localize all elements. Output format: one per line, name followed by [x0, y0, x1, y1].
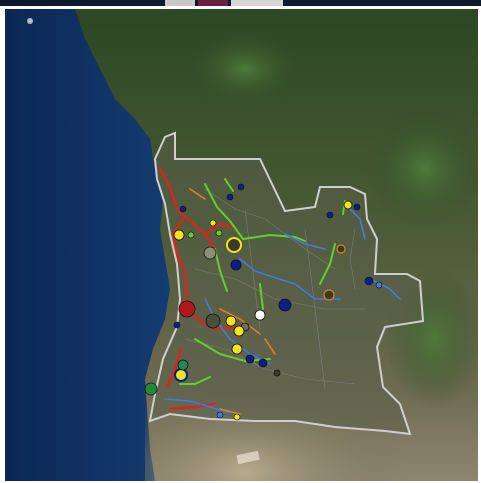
site-marker[interactable] [178, 300, 196, 318]
site-marker[interactable] [174, 368, 188, 382]
site-marker[interactable] [225, 315, 237, 327]
site-marker[interactable] [237, 183, 245, 191]
site-marker[interactable] [215, 229, 223, 237]
site-marker[interactable] [177, 359, 189, 371]
site-marker[interactable] [273, 369, 281, 377]
vegetation-patch [185, 29, 305, 109]
network-lines-blue [164, 208, 401, 414]
site-marker[interactable] [205, 313, 221, 329]
site-marker[interactable] [336, 244, 346, 254]
thumbnail[interactable] [165, 0, 195, 6]
site-marker[interactable] [173, 229, 185, 241]
site-marker[interactable] [254, 309, 266, 321]
cloud [27, 18, 33, 24]
network-lines-orange [189, 188, 276, 415]
site-marker[interactable] [203, 246, 217, 260]
vegetation-patch [365, 109, 478, 229]
cloud [236, 450, 260, 465]
site-marker[interactable] [343, 200, 353, 210]
thumbnail[interactable] [231, 0, 283, 6]
site-marker[interactable] [353, 203, 361, 211]
satellite-map[interactable] [5, 9, 478, 481]
site-marker[interactable] [323, 289, 335, 301]
network-lines-green [179, 178, 346, 385]
site-marker[interactable] [173, 321, 181, 329]
site-marker[interactable] [231, 343, 243, 355]
site-marker[interactable] [278, 298, 292, 312]
site-marker[interactable] [209, 219, 217, 227]
site-marker[interactable] [375, 281, 383, 289]
site-marker[interactable] [233, 325, 245, 337]
site-marker[interactable] [144, 382, 158, 396]
map-viewport[interactable] [5, 9, 478, 481]
site-marker[interactable] [364, 276, 374, 286]
thumbnail[interactable] [198, 0, 228, 6]
site-marker[interactable] [216, 411, 224, 419]
site-marker[interactable] [226, 193, 234, 201]
site-marker[interactable] [258, 358, 268, 368]
site-markers[interactable] [144, 183, 383, 421]
site-marker[interactable] [187, 231, 195, 239]
site-marker[interactable] [326, 211, 334, 219]
site-marker[interactable] [233, 413, 241, 421]
site-marker[interactable] [226, 237, 242, 253]
top-thumbnail-strip [0, 0, 481, 6]
site-marker[interactable] [245, 354, 255, 364]
site-marker[interactable] [179, 205, 187, 213]
site-marker[interactable] [230, 259, 242, 271]
